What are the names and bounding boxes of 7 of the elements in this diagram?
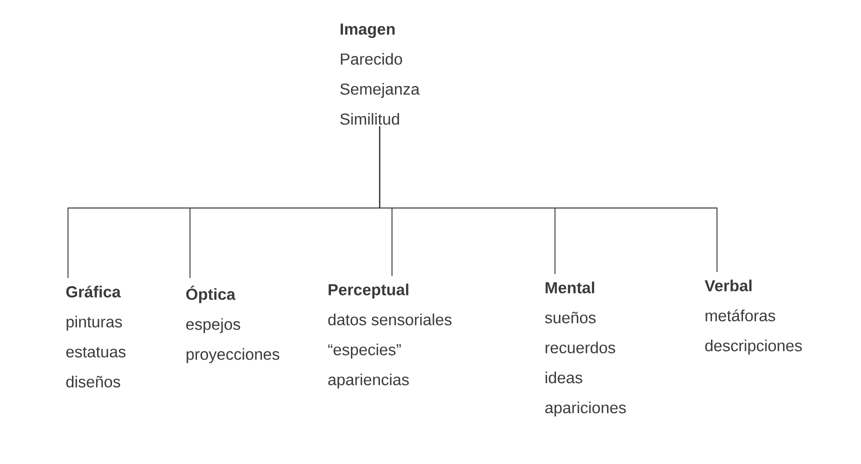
category-text: Verbal metáforas descripciones xyxy=(704,280,802,354)
connector-line xyxy=(379,126,718,272)
category-text: Gráfica pinturas estatuas diseños xyxy=(66,286,126,388)
category-text: Mental sueños recuerdos ideas apariciones xyxy=(545,282,626,416)
category-text: Perceptual datos sensoriales “especies” apariencias xyxy=(328,284,452,388)
category-text: Imagen Parecido Semejanza Similitud xyxy=(340,24,420,125)
category-text: Óptica espejos proyecciones xyxy=(186,286,280,364)
